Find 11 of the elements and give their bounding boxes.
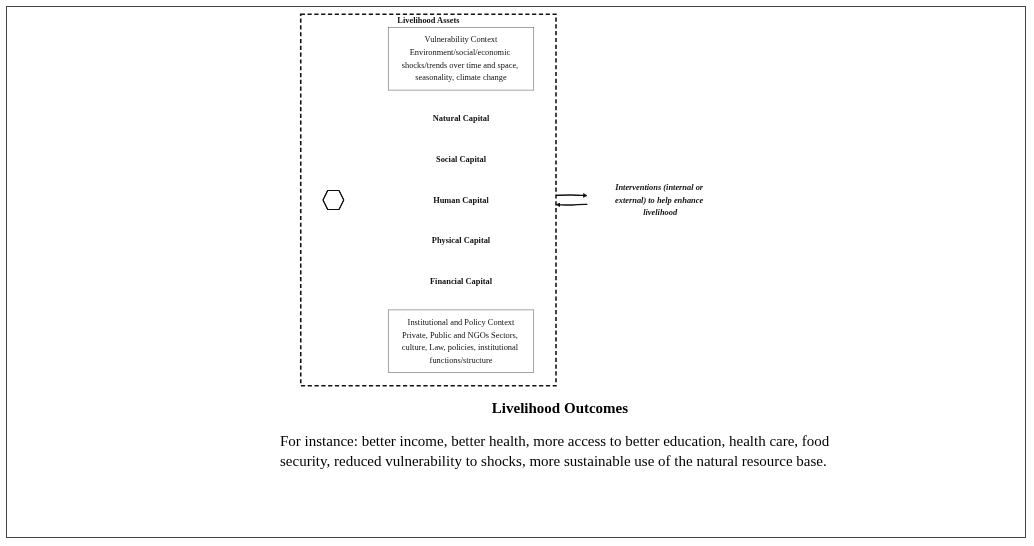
capital-label: Social Capital (436, 154, 487, 164)
capital-label: Physical Capital (431, 236, 491, 245)
intervention-text: Interventions (internal or external) to help enhance livelihood (615, 182, 704, 217)
capital-label: Natural Capital (432, 113, 490, 123)
outcomes-text: For instance: better income, better health, more access to better education, health care, food security, reduced vulnerability to shocks, more sustainable use of the natural resource base. (280, 432, 831, 472)
capital-label: Financial Capital (430, 276, 493, 286)
context-box: Vulnerability Context Environment/social/economic shocks/trends over time and space, seasonality, climate change (388, 27, 535, 91)
capital-label: Human Capital (433, 195, 489, 205)
outcomes-heading: Livelihood Outcomes (490, 400, 630, 417)
pentagon-shape (322, 190, 345, 210)
context-box: Institutional and Policy Context Private, Public and NGOs Sectors, culture, Law, policies, institutional functions/structure (388, 309, 535, 373)
